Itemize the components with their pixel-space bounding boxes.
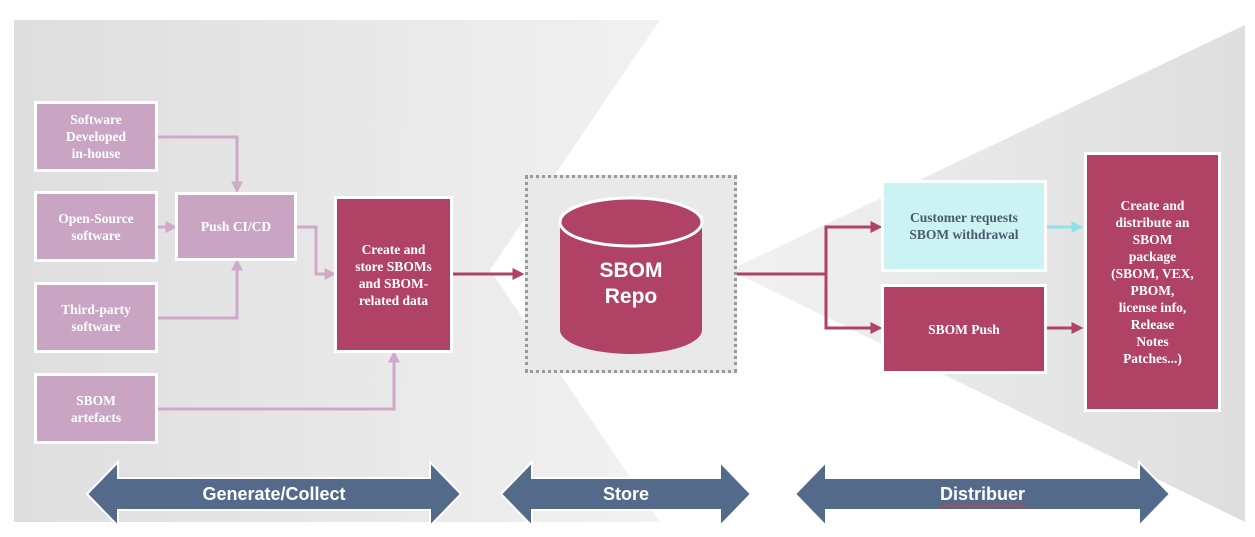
arrow-inhouse-to-push [158,135,243,194]
box-customer-requests: Customer requests SBOM withdrawal [881,180,1047,272]
arrow-push-to-create [297,225,337,280]
box-distribute-package: Create and distribute an SBOM package (S… [1084,152,1221,412]
arrow-branch-to-requests [824,221,883,274]
box-sbom-artefacts: SBOM artefacts [34,373,158,444]
phase-arrow-generate [85,459,463,529]
sbom-repo-label: SBOM Repo [599,259,663,308]
box-sbom-push: SBOM Push [881,284,1047,374]
arrow-artefacts-to-create [158,350,400,411]
box-software-inhouse: Software Developed in-house [34,101,158,172]
box-push-cicd: Push CI/CD [175,192,297,261]
arrow-branch-to-push [824,274,883,334]
box-open-source: Open-Source software [34,191,158,262]
phase-label-store: Store [602,484,649,504]
box-third-party: Third-party software [34,282,158,353]
box-create-store: Create and store SBOMs and SBOM- related… [334,196,453,353]
phase-arrow-distribute [793,459,1172,529]
phase-label-generate: Generate/Collect [202,484,346,504]
arrow-thirdparty-to-push [158,258,243,320]
phase-arrow-store [499,459,753,529]
phase-label-distribute: Distribuer [939,484,1026,504]
